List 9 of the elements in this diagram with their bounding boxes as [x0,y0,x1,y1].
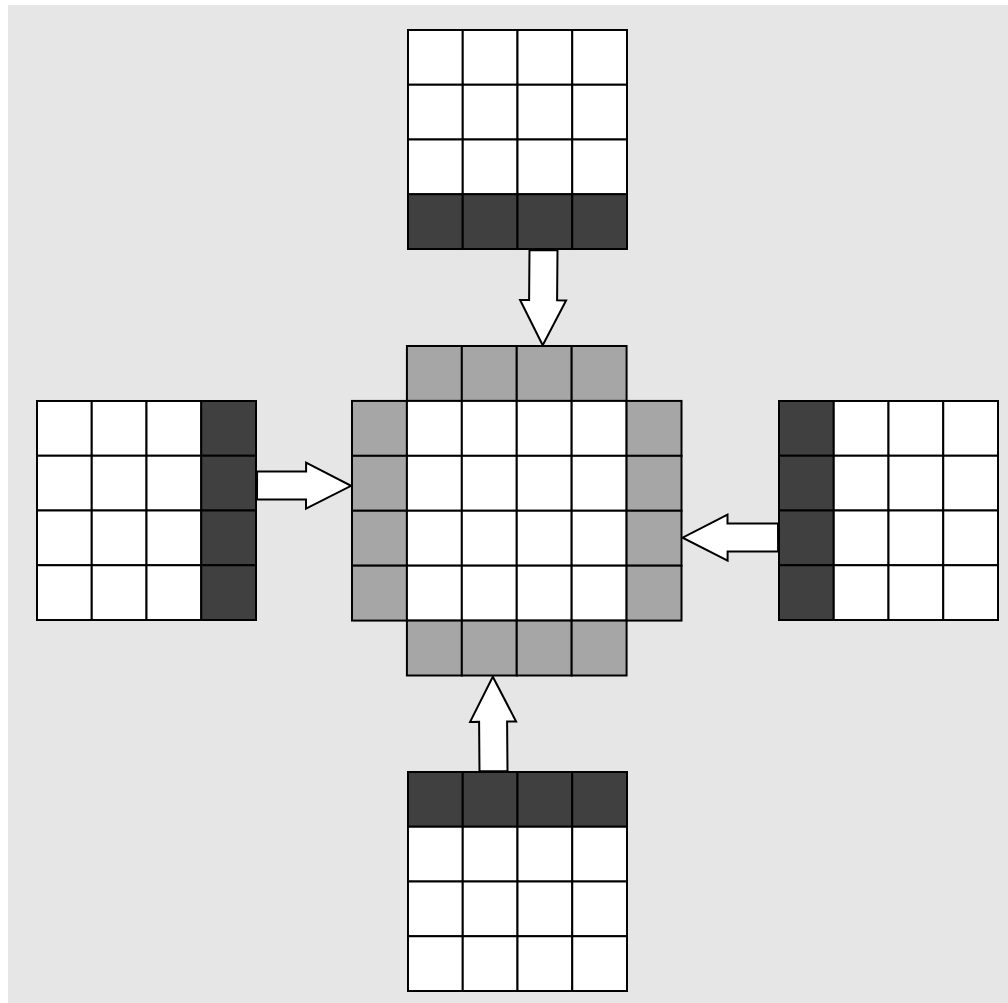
grid-drawing [407,771,628,992]
block-arrow [680,512,780,563]
block-arrow [518,249,568,348]
grid-drawing [351,345,683,677]
grid-drawing [407,29,628,250]
block-arrow [256,460,354,511]
block-arrow [468,674,518,773]
grid-drawing [778,400,999,621]
grid-drawing [36,400,257,621]
